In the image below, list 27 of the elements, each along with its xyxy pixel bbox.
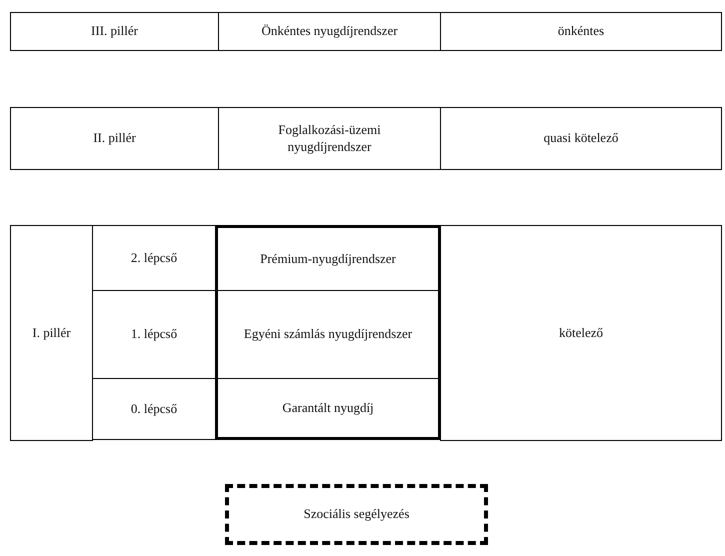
cell-text: 0. lépcső (130, 400, 178, 418)
cell-text: III. pillér (90, 23, 139, 40)
system-cell (215, 225, 441, 291)
cell-text: Szociális segélyezés (302, 506, 410, 523)
dashed-box (225, 484, 488, 545)
system-cell (218, 12, 441, 51)
cell-text: önkéntes (556, 23, 606, 40)
status-cell (440, 225, 722, 441)
pillar-cell (10, 107, 219, 170)
cell-text: Prémium-nyugdíjrendszer (259, 250, 397, 268)
pillar-cell (10, 225, 93, 441)
cell-text: Foglalkozási-üzemi nyugdíjrendszer (277, 122, 382, 156)
system-cell (218, 107, 441, 170)
cell-text: quasi kötelező (542, 130, 620, 147)
cell-text: Egyéni számlás nyugdíjrendszer (242, 326, 414, 343)
cell-text: Garantált nyugdíj (281, 400, 375, 416)
cell-text: I. pillér (31, 324, 72, 342)
system-cell (215, 290, 441, 379)
status-cell (440, 107, 722, 170)
cell-text: 1. lépcső (130, 326, 178, 343)
cell-text: Önkéntes nyugdíjrendszer (260, 23, 399, 40)
pillar-cell (10, 12, 219, 51)
cell-text: kötelező (558, 324, 604, 342)
cell-text: 2. lépcső (130, 250, 178, 266)
cell-text: II. pillér (92, 130, 137, 147)
system-cell (215, 378, 441, 440)
status-cell (440, 12, 722, 51)
